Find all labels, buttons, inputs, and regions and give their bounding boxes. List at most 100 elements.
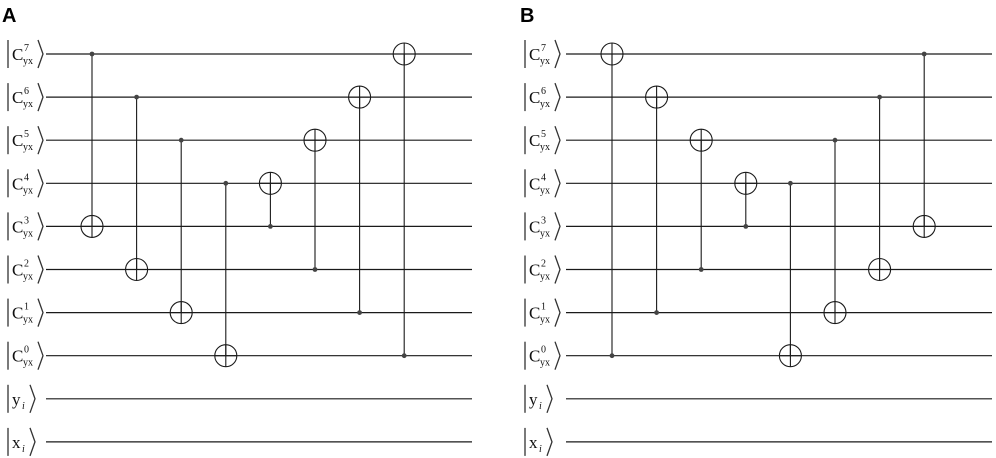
ket-right-angle <box>37 255 44 284</box>
ket-superscript: 6 <box>24 86 29 97</box>
ket-superscript: 7 <box>541 43 546 54</box>
ket-right-angle <box>554 169 561 198</box>
ket-subscript: yx <box>23 228 33 239</box>
ket-symbol: y <box>12 390 21 409</box>
ket-right-angle <box>554 125 561 155</box>
ket-symbol: C <box>529 88 540 107</box>
ket-subscript: i <box>22 401 25 412</box>
ket-subscript: yx <box>23 315 33 326</box>
ket-subscript: yx <box>23 142 33 153</box>
ket-superscript: 0 <box>24 345 29 356</box>
ket-symbol: C <box>529 304 540 323</box>
cnot-control-dot <box>877 94 882 100</box>
ket-right-angle <box>37 82 44 112</box>
ket-symbol: C <box>12 45 23 64</box>
ket-right-angle <box>554 298 561 327</box>
ket-superscript: 4 <box>541 172 546 183</box>
cnot-control-dot <box>89 51 95 57</box>
cnot-gate-5 <box>823 137 847 325</box>
panel-label: A <box>2 5 16 27</box>
cnot-gate-1 <box>645 85 669 315</box>
cnot-gate-6 <box>868 94 892 282</box>
cnot-gate-5 <box>303 128 327 272</box>
ket-subscript: yx <box>540 272 550 283</box>
ket-superscript: 4 <box>24 172 29 183</box>
cnot-control-dot <box>312 267 318 272</box>
ket-right-angle <box>546 427 553 457</box>
ket-subscript: yx <box>23 272 33 283</box>
ket-symbol: C <box>529 261 540 280</box>
ket-superscript: 1 <box>24 302 29 313</box>
ket-superscript: 3 <box>541 215 546 226</box>
ket-right-angle <box>554 341 561 370</box>
ket-subscript: yx <box>540 142 550 153</box>
ket-right-angle <box>546 384 553 414</box>
ket-superscript: 5 <box>24 129 29 140</box>
cnot-control-dot <box>832 137 838 143</box>
cnot-gate-2 <box>169 137 193 325</box>
ket-right-angle <box>554 255 561 284</box>
panel-label: B <box>520 5 534 27</box>
cnot-gate-6 <box>348 85 372 315</box>
cnot-gate-4 <box>778 180 802 368</box>
ket-symbol: C <box>529 45 540 64</box>
ket-subscript: yx <box>23 56 33 67</box>
ket-symbol: C <box>529 131 540 150</box>
ket-subscript: yx <box>540 358 550 369</box>
ket-symbol: x <box>529 433 538 452</box>
cnot-control-dot <box>134 94 140 100</box>
ket-right-angle <box>37 39 44 69</box>
ket-symbol: C <box>12 217 23 236</box>
ket-superscript: 7 <box>24 43 29 54</box>
cnot-control-dot <box>401 353 407 359</box>
cnot-control-dot <box>654 310 659 315</box>
cnot-control-dot <box>178 137 184 143</box>
ket-symbol: C <box>12 304 23 323</box>
ket-subscript: yx <box>540 228 550 239</box>
cnot-control-dot <box>268 224 273 229</box>
ket-superscript: 2 <box>541 259 546 270</box>
ket-right-angle <box>29 427 36 457</box>
ket-right-angle <box>37 125 44 155</box>
ket-symbol: C <box>529 347 540 366</box>
ket-symbol: x <box>12 433 21 452</box>
cnot-gate-3 <box>734 171 758 229</box>
cnot-gate-4 <box>258 171 282 229</box>
ket-superscript: 5 <box>541 129 546 140</box>
ket-subscript: yx <box>23 99 33 110</box>
ket-right-angle <box>37 341 44 370</box>
cnot-control-dot <box>743 224 749 229</box>
ket-symbol: C <box>12 174 23 193</box>
ket-symbol: C <box>529 174 540 193</box>
cnot-control-dot <box>788 180 793 186</box>
ket-subscript: yx <box>23 185 33 196</box>
ket-superscript: 1 <box>541 302 546 313</box>
cnot-gate-0 <box>600 42 624 359</box>
cnot-gate-7 <box>912 51 936 238</box>
cnot-control-dot <box>921 51 927 57</box>
ket-superscript: 6 <box>541 86 546 97</box>
ket-right-angle <box>554 82 561 112</box>
ket-symbol: C <box>12 131 23 150</box>
ket-subscript: yx <box>540 99 550 110</box>
cnot-gate-1 <box>125 94 149 282</box>
ket-superscript: 0 <box>541 345 546 356</box>
